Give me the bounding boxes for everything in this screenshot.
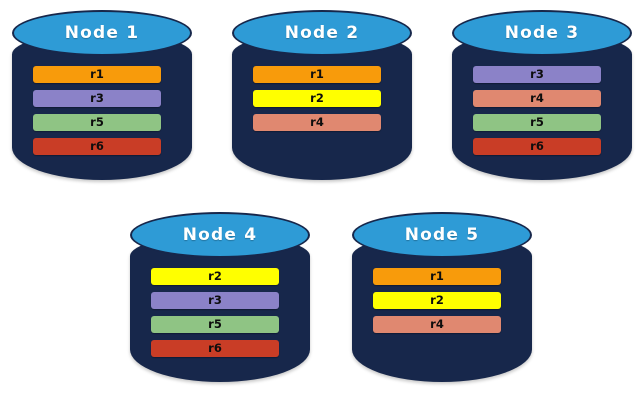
cylinder-top-ellipse xyxy=(130,212,310,258)
database-node-1[interactable]: Node 1 r1 r3 r5 r6 xyxy=(12,10,192,188)
replica-bar-r3[interactable]: r3 xyxy=(473,66,601,83)
replica-bar-r4[interactable]: r4 xyxy=(253,114,381,131)
cylinder-top-ellipse xyxy=(452,10,632,56)
replica-bar-r3[interactable]: r3 xyxy=(33,90,161,107)
database-node-5[interactable]: Node 5 r1 r2 r4 xyxy=(352,212,532,390)
replica-bar-r2[interactable]: r2 xyxy=(151,268,279,285)
replica-bar-r5[interactable]: r5 xyxy=(33,114,161,131)
replica-bar-r2[interactable]: r2 xyxy=(373,292,501,309)
replica-list: r1 r2 r4 xyxy=(373,268,501,333)
node-label: Node 4 xyxy=(182,225,258,245)
replica-bar-r6[interactable]: r6 xyxy=(473,138,601,155)
database-node-3[interactable]: Node 3 r3 r4 r5 r6 xyxy=(452,10,632,188)
replica-bar-r4[interactable]: r4 xyxy=(373,316,501,333)
replica-bar-r1[interactable]: r1 xyxy=(253,66,381,83)
node-label: Node 5 xyxy=(404,225,480,245)
database-node-4[interactable]: Node 4 r2 r3 r5 r6 xyxy=(130,212,310,390)
database-node-2[interactable]: Node 2 r1 r2 r4 xyxy=(232,10,412,188)
replica-bar-r4[interactable]: r4 xyxy=(473,90,601,107)
node-label: Node 2 xyxy=(284,23,360,43)
replica-bar-r6[interactable]: r6 xyxy=(33,138,161,155)
replica-bar-r5[interactable]: r5 xyxy=(151,316,279,333)
replica-bar-r3[interactable]: r3 xyxy=(151,292,279,309)
replica-bar-r1[interactable]: r1 xyxy=(33,66,161,83)
replica-bar-r5[interactable]: r5 xyxy=(473,114,601,131)
replica-list: r1 r2 r4 xyxy=(253,66,381,131)
node-label: Node 3 xyxy=(504,23,580,43)
replica-list: r1 r3 r5 r6 xyxy=(33,66,161,155)
node-label: Node 1 xyxy=(64,23,140,43)
replica-list: r3 r4 r5 r6 xyxy=(473,66,601,155)
replica-bar-r1[interactable]: r1 xyxy=(373,268,501,285)
replica-bar-r2[interactable]: r2 xyxy=(253,90,381,107)
replica-bar-r6[interactable]: r6 xyxy=(151,340,279,357)
cylinder-top-ellipse xyxy=(12,10,192,56)
cylinder-top-ellipse xyxy=(352,212,532,258)
cylinder-top-ellipse xyxy=(232,10,412,56)
replica-list: r2 r3 r5 r6 xyxy=(151,268,279,357)
